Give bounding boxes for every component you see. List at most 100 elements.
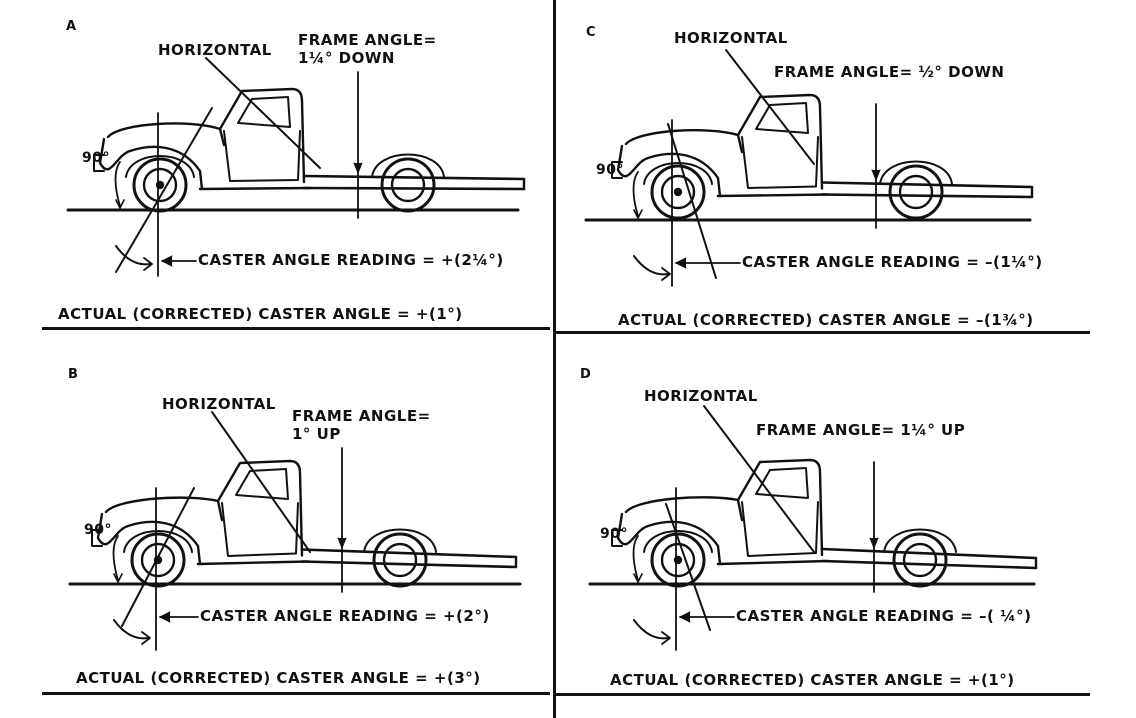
steering-axis-line xyxy=(115,107,213,273)
truck-fender xyxy=(96,512,202,566)
caster-rotation-arrowhead xyxy=(661,267,671,281)
frame-angle-value: 1° UP xyxy=(292,425,341,443)
bottom-right-rule xyxy=(556,693,1090,696)
right-angle-arrow xyxy=(633,573,643,583)
truck-door xyxy=(741,501,819,557)
front-wheel xyxy=(650,164,706,220)
front-hub xyxy=(660,542,696,578)
panel-letter: A xyxy=(66,19,77,34)
vertical-divider xyxy=(553,0,556,718)
rear-wheel-arch xyxy=(883,528,957,553)
frame-angle-label: FRAME ANGLE= xyxy=(298,31,437,49)
rear-wheel xyxy=(380,157,436,213)
frame-angle-label: FRAME ANGLE= xyxy=(292,407,431,425)
front-hub xyxy=(140,542,176,578)
truck-frame xyxy=(820,181,1034,199)
caster-reading-label: CASTER ANGLE READING = +(2¼°) xyxy=(198,251,504,269)
truck-window xyxy=(755,102,809,134)
truck-cab xyxy=(216,459,304,557)
actual-caster-label: ACTUAL (CORRECTED) CASTER ANGLE = +(1°) xyxy=(610,671,1015,689)
caster-rotation-arrow xyxy=(115,245,151,266)
truck-diagram xyxy=(68,411,522,651)
truck-hood xyxy=(624,128,744,154)
horizontal-leader-line xyxy=(703,405,815,553)
reading-arrowhead xyxy=(159,611,171,623)
truck-fender xyxy=(616,144,722,198)
front-wheel-arch xyxy=(123,530,193,553)
truck-sill xyxy=(716,559,830,566)
rear-wheel xyxy=(888,164,944,220)
right-angle-arrow xyxy=(113,573,123,583)
front-wheel xyxy=(650,532,706,588)
reading-arrowhead xyxy=(675,257,687,269)
rear-wheel-arch xyxy=(879,160,953,185)
truck-grille xyxy=(611,161,623,179)
rear-wheel xyxy=(372,532,428,588)
front-wheel-arch xyxy=(643,162,713,185)
panel-letter: B xyxy=(68,367,79,382)
frame-angle-arrowhead xyxy=(337,537,347,549)
front-hub xyxy=(660,174,696,210)
right-angle-arrow xyxy=(115,199,125,209)
truck-cab xyxy=(218,87,306,184)
reading-arrowhead xyxy=(679,611,691,623)
truck-door xyxy=(741,136,819,189)
truck-sill xyxy=(196,560,310,566)
truck-window xyxy=(237,96,291,128)
frame-angle-label: FRAME ANGLE= ½° DOWN xyxy=(774,63,1005,81)
horizontal-label: HORIZONTAL xyxy=(644,387,758,405)
front-wheel-arch xyxy=(643,530,713,553)
caster-rotation-arrow xyxy=(633,619,669,640)
horizontal-leader-line xyxy=(205,57,321,169)
truck-diagram xyxy=(588,405,1038,651)
truck-hood xyxy=(104,496,224,522)
caster-reading-label: CASTER ANGLE READING = –( ¼°) xyxy=(736,607,1032,625)
rear-wheel-arch xyxy=(363,528,437,553)
rear-wheel xyxy=(892,532,948,588)
ninety-degree-label: 90° xyxy=(596,162,624,178)
truck-fender xyxy=(616,512,722,566)
ninety-degree-label: 90° xyxy=(84,522,112,538)
truck-hood xyxy=(624,496,744,522)
truck-frame xyxy=(302,174,526,191)
caster-reading-label: CASTER ANGLE READING = –(1¼°) xyxy=(742,253,1043,271)
ninety-degree-label: 90° xyxy=(600,526,628,542)
steering-axis-line xyxy=(665,503,711,631)
truck-grille xyxy=(93,154,105,172)
front-hub xyxy=(142,167,178,203)
truck-hood xyxy=(106,122,226,147)
front-wheel-arch xyxy=(125,155,195,178)
panel-a: A HORIZONTAL FRAME ANGLE= 1¼° DOWN 90° C… xyxy=(40,0,580,323)
caster-rotation-arrow xyxy=(633,255,669,276)
truck-cab xyxy=(736,458,824,557)
panel-letter: D xyxy=(580,367,592,382)
truck-sill xyxy=(198,186,312,191)
frame-angle-arrowhead xyxy=(869,537,879,549)
front-hub-center xyxy=(673,187,683,197)
rear-hub xyxy=(898,174,934,210)
right-angle-arrow xyxy=(633,209,643,219)
right-angle-arc xyxy=(114,161,121,207)
rear-wheel-arch xyxy=(371,153,445,178)
truck-diagram xyxy=(584,49,1034,287)
frame-angle-arrowhead xyxy=(871,169,881,181)
truck-frame xyxy=(300,548,518,569)
right-angle-arc xyxy=(632,171,639,217)
truck-frame xyxy=(820,547,1038,570)
truck-grille xyxy=(611,529,623,547)
frame-angle-value: 1¼° DOWN xyxy=(298,49,395,67)
rear-hub xyxy=(902,542,938,578)
caster-rotation-arrowhead xyxy=(141,631,151,645)
caster-reading-label: CASTER ANGLE READING = +(2°) xyxy=(200,607,490,625)
truck-diagram xyxy=(66,57,526,277)
caster-rotation-arrowhead xyxy=(661,631,671,645)
truck-window xyxy=(755,467,809,499)
truck-sill xyxy=(716,193,830,198)
horizontal-label: HORIZONTAL xyxy=(158,41,272,59)
front-wheel xyxy=(132,157,188,213)
front-wheel xyxy=(130,532,186,588)
caster-rotation-arrowhead xyxy=(143,257,153,271)
steering-axis-line xyxy=(121,487,195,627)
rear-hub xyxy=(382,542,418,578)
top-right-rule xyxy=(556,331,1090,334)
